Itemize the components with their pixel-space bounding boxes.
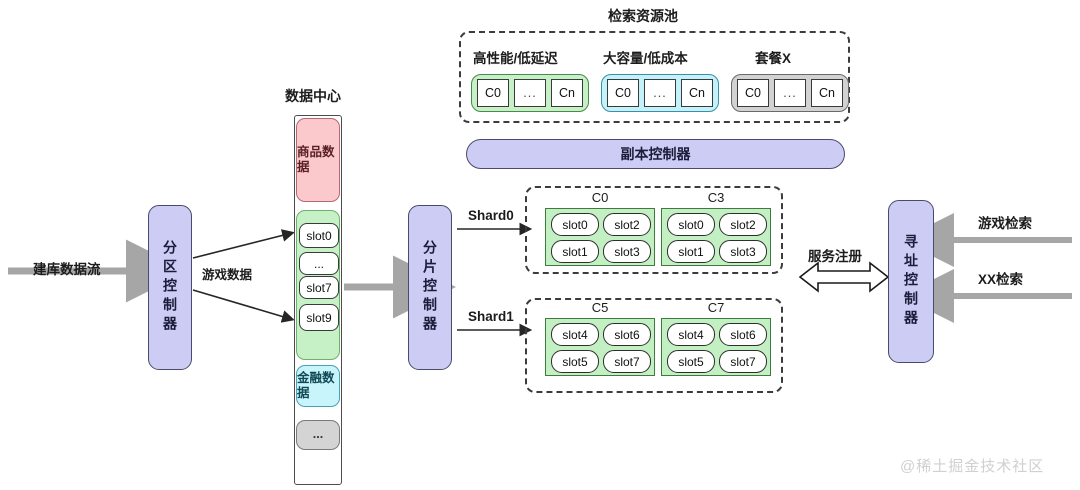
cslot[interactable]: slot4	[667, 323, 715, 346]
shard1-arrow-label: Shard1	[468, 309, 514, 324]
cslot[interactable]: slot3	[719, 240, 767, 263]
replica-controller[interactable]: 副本控制器	[466, 139, 845, 169]
cslot[interactable]: slot6	[719, 323, 767, 346]
data-center-slot-slot9[interactable]: slot9	[299, 304, 339, 331]
shard0-group-c3[interactable]: slot0 slot2 slot1 slot3	[661, 208, 771, 266]
watermark: @稀土掘金技术社区	[900, 458, 1045, 475]
shard0-container-title-c0: C0	[591, 190, 609, 205]
shard-controller[interactable]: 分片控制器	[408, 205, 452, 370]
pool-group-high-performance[interactable]: C0 ... Cn	[471, 74, 589, 112]
cslot[interactable]: slot7	[603, 350, 651, 373]
shard1-container	[525, 298, 783, 393]
cslot[interactable]: slot0	[667, 213, 715, 236]
cslot[interactable]: slot5	[551, 350, 599, 373]
arrow-service-registry	[798, 261, 890, 293]
pool-group-high-capacity[interactable]: C0 ... Cn	[601, 74, 719, 112]
segment-label: 金融数据	[297, 370, 335, 400]
cslot[interactable]: slot4	[551, 323, 599, 346]
pool-cell: ...	[514, 79, 546, 107]
shard1-container-title-c5: C5	[591, 300, 609, 315]
addressing-controller[interactable]: 寻址控制器	[888, 200, 934, 363]
arrow-partition-to-slot0	[192, 229, 295, 259]
pool-cell: ...	[644, 79, 676, 107]
service-registry-label: 服务注册	[808, 249, 862, 264]
data-center-slot-slot0[interactable]: slot0	[299, 223, 339, 248]
pool-cell: ...	[774, 79, 806, 107]
shard0-arrow-label: Shard0	[468, 208, 514, 223]
replica-controller-label: 副本控制器	[620, 146, 691, 162]
pool-cell[interactable]: C0	[737, 79, 769, 107]
resource-pool-title: 检索资源池	[608, 8, 678, 24]
query-label-game-search: 游戏检索	[978, 216, 1032, 231]
cslot[interactable]: slot2	[719, 213, 767, 236]
data-center-title: 数据中心	[285, 88, 341, 104]
segment-label: 商品数据	[297, 144, 335, 174]
shard1-group-c5[interactable]: slot4 slot6 slot5 slot7	[545, 318, 655, 376]
pool-group-label-high-capacity: 大容量/低成本	[603, 51, 688, 66]
shard1-container-title-c7: C7	[707, 300, 725, 315]
game-data-label: 游戏数据	[202, 268, 253, 282]
partition-controller[interactable]: 分区控制器	[148, 205, 192, 370]
resource-pool-container	[459, 31, 850, 123]
pool-group-label-high-performance: 高性能/低延迟	[473, 51, 558, 66]
cslot[interactable]: slot5	[667, 350, 715, 373]
shard0-group-c0[interactable]: slot0 slot2 slot1 slot3	[545, 208, 655, 266]
cslot[interactable]: slot0	[551, 213, 599, 236]
partition-controller-label: 分区控制器	[162, 240, 178, 335]
shard0-container-title-c3: C3	[707, 190, 725, 205]
data-center-segment-product[interactable]: 商品数据	[296, 118, 340, 202]
data-center-slot-ellipsis: ...	[299, 252, 339, 275]
cslot[interactable]: slot1	[667, 240, 715, 263]
addressing-controller-label: 寻址控制器	[903, 234, 919, 329]
pool-cell[interactable]: Cn	[681, 79, 713, 107]
data-center-segment-other: ...	[296, 420, 340, 450]
cslot[interactable]: slot1	[551, 240, 599, 263]
pool-cell[interactable]: C0	[607, 79, 639, 107]
pool-group-package-x[interactable]: C0 ... Cn	[731, 74, 849, 112]
cslot[interactable]: slot6	[603, 323, 651, 346]
pool-cell[interactable]: Cn	[811, 79, 843, 107]
cslot[interactable]: slot7	[719, 350, 767, 373]
data-center-slot-slot7[interactable]: slot7	[299, 276, 339, 299]
pool-cell[interactable]: C0	[477, 79, 509, 107]
segment-label: ...	[312, 427, 324, 442]
data-center-segment-finance[interactable]: 金融数据	[296, 365, 340, 407]
cslot[interactable]: slot2	[603, 213, 651, 236]
inflow-label: 建库数据流	[33, 262, 101, 277]
arrow-partition-to-slot9	[192, 289, 295, 323]
shard-controller-label: 分片控制器	[422, 240, 438, 335]
query-label-xx-search: XX检索	[978, 272, 1024, 287]
pool-cell[interactable]: Cn	[551, 79, 583, 107]
pool-group-label-package-x: 套餐X	[755, 51, 792, 66]
shard0-container	[525, 186, 783, 274]
shard1-group-c7[interactable]: slot4 slot6 slot5 slot7	[661, 318, 771, 376]
cslot[interactable]: slot3	[603, 240, 651, 263]
